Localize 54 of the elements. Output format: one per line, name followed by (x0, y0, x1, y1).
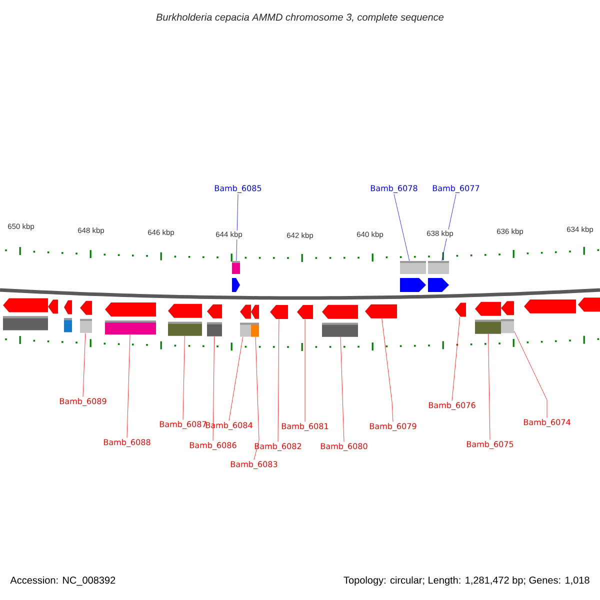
gene-label: Bamb_6074 (524, 419, 570, 427)
leader-line (514, 331, 548, 418)
leader-line (212, 336, 214, 442)
gene-label: Bamb_6086 (190, 442, 236, 450)
gene-label: Bamb_6088 (104, 439, 150, 447)
gene-label: Bamb_6077 (432, 185, 480, 193)
gene-feature (105, 302, 156, 334)
gene-feature (524, 299, 576, 314)
gene-feature (240, 304, 251, 337)
gene-feature (297, 305, 313, 319)
footer-text: Topology: circular; Length: 1,281,472 bp; Genes: 1,018 (344, 576, 590, 586)
gene-feature (501, 301, 514, 334)
gene-feature (3, 298, 48, 330)
footer-text: Accession: NC_008392 (10, 576, 116, 586)
gene-feature (322, 304, 358, 337)
gene-label: Bamb_6085 (214, 185, 262, 193)
gene-feature (80, 300, 92, 333)
leader-line (182, 336, 185, 420)
leader-line (278, 318, 280, 442)
gene-feature (365, 304, 397, 318)
gene-feature (428, 261, 449, 292)
leader-line (442, 194, 456, 261)
leader-line (254, 336, 260, 460)
gene-feature (64, 300, 72, 332)
gene-feature (48, 300, 58, 314)
gene-label: Bamb_6089 (60, 398, 106, 406)
gene-label: Bamb_6087 (160, 421, 206, 429)
gene-label: Bamb_6078 (370, 185, 418, 193)
gene-label: Bamb_6083 (230, 461, 278, 469)
leader-line (228, 336, 244, 422)
gene-label: Bamb_6081 (282, 423, 328, 431)
gene-label: Bamb_6079 (370, 423, 416, 431)
gene-label: Bamb_6082 (254, 443, 301, 451)
title: Burkholderia cepacia AMMD chromosome 3, complete sequence (156, 13, 444, 23)
gene-feature (232, 261, 240, 292)
leader-line (382, 318, 394, 422)
gene-feature (400, 261, 426, 292)
leader-line (394, 194, 410, 261)
gene-label: Bamb_6075 (466, 441, 514, 449)
leader-line (126, 334, 130, 438)
gene-feature (207, 304, 222, 336)
gene-feature (168, 304, 202, 336)
leader-line (340, 336, 344, 442)
leader-line (452, 316, 460, 402)
leader-line (488, 334, 490, 440)
gene-feature (251, 304, 259, 337)
gene-feature (475, 302, 501, 334)
gene-feature (578, 298, 600, 312)
gene-feature (270, 304, 288, 319)
leader-line (236, 194, 238, 261)
gene-label: Bamb_6076 (428, 402, 476, 410)
gene-feature (455, 302, 466, 317)
gene-label: Bamb_6080 (320, 443, 368, 451)
leader-line (304, 319, 306, 422)
